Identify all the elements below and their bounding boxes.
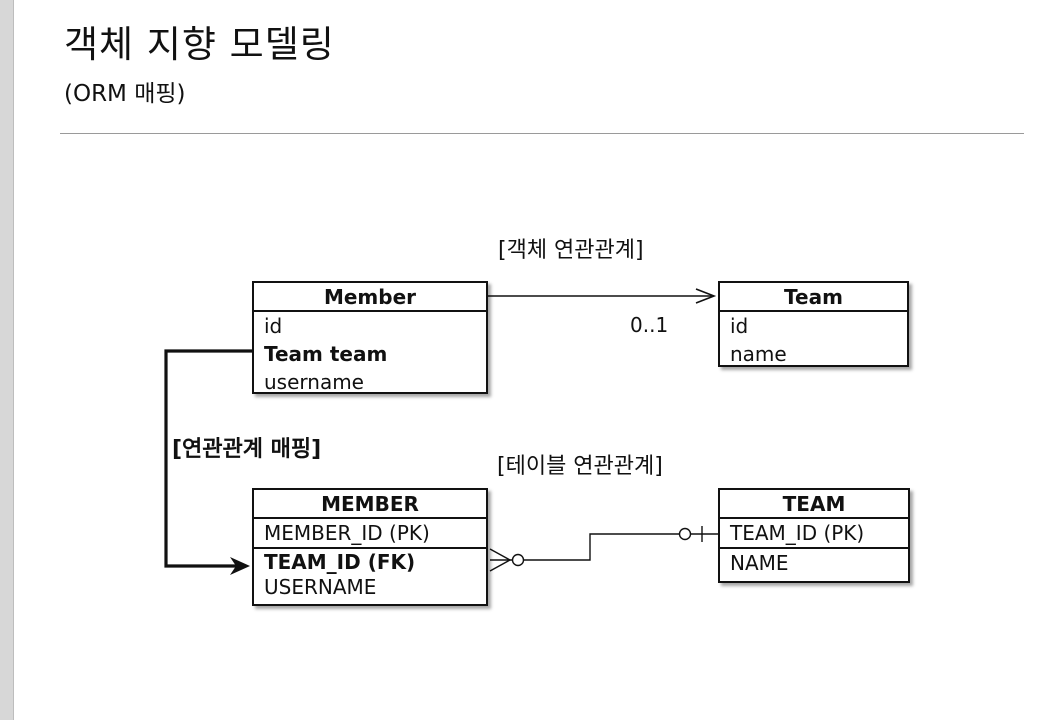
multiplicity-label: 0..1: [630, 313, 669, 337]
table-team-column: NAME: [720, 547, 908, 576]
fk-relationship-line: [489, 526, 718, 572]
table-member-column: TEAM_ID (FK): [254, 547, 486, 575]
mapping-arrow: [164, 349, 252, 575]
association-arrow: [488, 288, 717, 304]
class-member-field: Team team: [264, 342, 388, 366]
title-divider: [60, 133, 1024, 134]
class-member: Member id Team team username: [252, 281, 488, 394]
class-member-field: username: [264, 370, 364, 394]
slide-left-margin: [0, 0, 14, 720]
caption-object-relation: [객체 연관관계]: [498, 238, 644, 263]
slide-title: 객체 지향 모델링: [64, 23, 335, 66]
slide-subtitle: (ORM 매핑): [64, 81, 186, 107]
table-member-pk: MEMBER_ID (PK): [264, 521, 430, 545]
table-team: TEAM TEAM_ID (PK) NAME: [718, 488, 910, 583]
caption-relation-mapping: [연관관계 매핑]: [172, 437, 322, 462]
table-team-pk: TEAM_ID (PK): [730, 521, 865, 545]
class-team-field: id: [730, 314, 749, 338]
class-team-field: name: [730, 342, 787, 366]
class-team-name: Team: [720, 283, 907, 312]
class-member-name: Member: [254, 283, 486, 312]
class-team: Team id name: [718, 281, 909, 367]
caption-table-relation: [테이블 연관관계]: [497, 454, 663, 479]
table-team-name: TEAM: [720, 490, 908, 519]
class-member-field: id: [264, 314, 283, 338]
table-member-column: USERNAME: [264, 575, 377, 599]
table-member-name: MEMBER: [254, 490, 486, 519]
table-member: MEMBER MEMBER_ID (PK) TEAM_ID (FK) USERN…: [252, 488, 488, 606]
